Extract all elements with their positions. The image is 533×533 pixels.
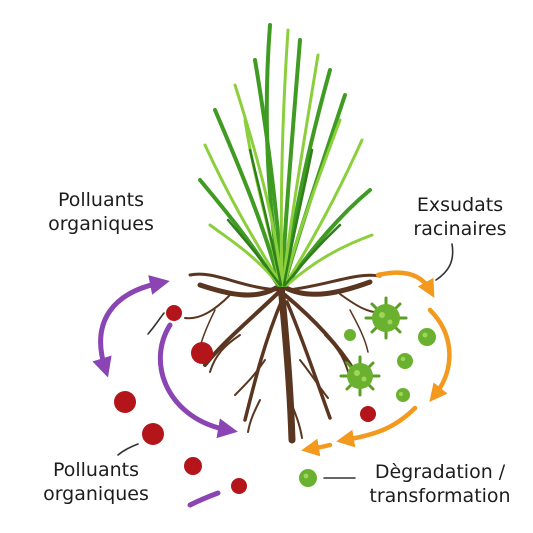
leader-pollutant-lower xyxy=(118,444,138,455)
purple-arrow-upper xyxy=(101,283,160,368)
pollutant-droplet xyxy=(231,478,247,494)
microbe-small xyxy=(396,388,410,402)
leader-pollutant-upper xyxy=(148,313,164,334)
label-polluants-organiques-top: Polluants organiques xyxy=(36,188,166,236)
microbe-legend xyxy=(299,469,317,487)
label-line: organiques xyxy=(36,212,166,236)
orange-arrow-top xyxy=(378,273,430,290)
curved-arrow-icon xyxy=(310,273,449,449)
microbe-small xyxy=(397,353,413,369)
purple-arrow-tail xyxy=(190,493,218,505)
label-degradation-transformation: Dègradation / transformation xyxy=(355,460,525,508)
grass-tuft-icon xyxy=(200,25,372,285)
pollutant-droplet xyxy=(184,457,202,475)
label-line: Polluants xyxy=(30,458,162,482)
label-line: racinaires xyxy=(400,217,520,241)
pollutant-droplet xyxy=(360,406,376,422)
label-line: organiques xyxy=(30,482,162,506)
label-polluants-organiques-bottom: Polluants organiques xyxy=(30,458,162,506)
orange-arrow-tail xyxy=(310,445,330,449)
microbe-small xyxy=(344,329,356,341)
pollutant-droplet xyxy=(114,391,136,413)
label-line: Exsudats xyxy=(400,193,520,217)
microbe-large xyxy=(341,357,379,395)
microbe-large xyxy=(366,298,406,338)
label-line: transformation xyxy=(355,484,525,508)
root-system-icon xyxy=(185,274,385,440)
label-exsudats-racinaires: Exsudats racinaires xyxy=(400,193,520,241)
orange-arrow-bottom xyxy=(345,408,415,440)
orange-arrow-right xyxy=(430,310,449,395)
leader-exsudats xyxy=(436,244,453,280)
pollutant-droplet xyxy=(166,305,182,321)
purple-arrow-lower xyxy=(160,325,228,430)
microbe-small xyxy=(418,328,436,346)
label-line: Polluants xyxy=(36,188,166,212)
label-line: Dègradation / xyxy=(355,460,525,484)
pollutant-droplet xyxy=(191,342,213,364)
pollutant-droplet xyxy=(142,423,164,445)
